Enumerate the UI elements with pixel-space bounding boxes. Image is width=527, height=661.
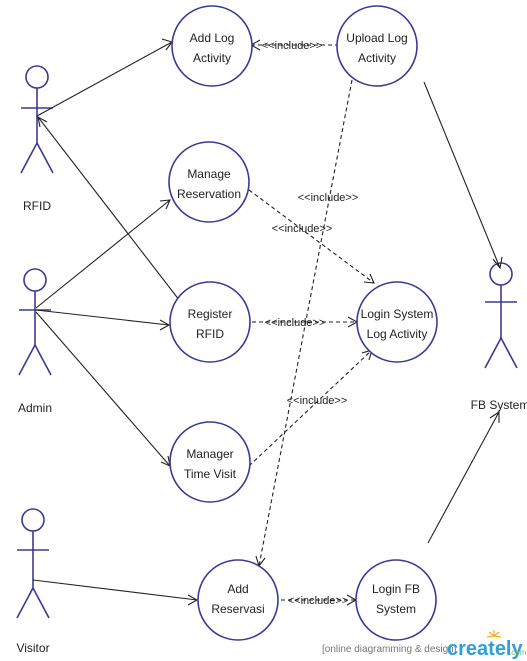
actor-label-fb-system: FB System: [471, 398, 527, 412]
use-case-add-log-activity[interactable]: Add Log Activity: [171, 5, 253, 87]
actor-fb-system[interactable]: FB System: [471, 262, 527, 412]
use-case-login-system-log-activity[interactable]: Login System Log Activity: [356, 281, 438, 363]
assoc-register-rfid-rfid: [37, 116, 184, 306]
assoc-admin-manage-reservation: [35, 199, 171, 309]
use-case-label: Activity: [193, 51, 231, 65]
assoc-upload-log-fb-system: [423, 81, 501, 269]
use-case-label: Register: [188, 307, 233, 321]
arrowhead-icon: [363, 273, 375, 284]
use-case-shape: [169, 421, 251, 503]
include-label: <<include>>: [287, 395, 348, 407]
include-manager-time-visit-login-system: [248, 349, 373, 467]
include-label: <<include>>: [272, 223, 333, 235]
actor-left-leg: [484, 337, 502, 369]
include-label: <<include>>: [265, 317, 326, 329]
use-case-register-rfid[interactable]: Register RFID: [169, 281, 251, 363]
use-case-label: System: [376, 602, 416, 616]
arrowhead-icon: [37, 115, 48, 128]
assoc-admin-manager-time-visit: [35, 311, 171, 467]
include-dependencies: <<include>> <<include>> <<include>> <<in…: [248, 39, 375, 607]
assoc-visitor-add-reservasi: [32, 579, 198, 601]
use-case-shape: [169, 281, 251, 363]
use-case-label: Upload Log: [346, 31, 407, 45]
arrowhead-icon: [159, 319, 171, 331]
use-case-label: Manage: [187, 167, 231, 181]
include-label: <<include>>: [288, 595, 349, 607]
use-case-add-reservasi[interactable]: Add Reservasi: [197, 559, 279, 641]
actor-right-leg: [36, 142, 54, 174]
use-case-label: RFID: [196, 327, 224, 341]
use-case-upload-log-activity[interactable]: Upload Log Activity: [336, 5, 418, 87]
assoc-rfid-add-log: [36, 41, 173, 117]
use-case-label: Add Log: [190, 31, 235, 45]
use-case-manager-time-visit[interactable]: Manager Time Visit: [169, 421, 251, 503]
watermark-suffix: .com: [509, 648, 527, 657]
actor-rfid[interactable]: RFID: [20, 65, 54, 213]
arrowhead-icon: [187, 594, 199, 606]
assoc-login-fb-fb-system: [427, 411, 500, 544]
sun-logo-icon: [486, 630, 502, 638]
actor-label-rfid: RFID: [23, 199, 51, 213]
actor-admin[interactable]: Admin: [18, 268, 52, 415]
assoc-admin-register-rfid: [35, 309, 170, 326]
creately-watermark: [online diagramming & design] creately .…: [322, 630, 527, 660]
actor-right-leg: [500, 337, 518, 369]
use-case-manage-reservation[interactable]: Manage Reservation: [168, 141, 250, 223]
watermark-brand: creately: [447, 638, 523, 660]
use-case-label: Login FB: [372, 582, 420, 596]
actor-right-leg: [32, 587, 50, 619]
actor-label-admin: Admin: [18, 401, 52, 415]
actor-visitor[interactable]: Visitor: [16, 508, 50, 655]
use-case-shape: [355, 559, 437, 641]
include-label: <<include>>: [298, 192, 359, 204]
use-case-label: Manager: [186, 447, 233, 461]
include-manage-reservation-login-system: [248, 189, 375, 284]
actor-head: [489, 262, 513, 286]
arrowhead-icon: [489, 410, 500, 423]
use-case-label: Activity: [358, 51, 396, 65]
use-case-label: Reservation: [177, 187, 241, 201]
use-case-shape: [171, 5, 253, 87]
use-case-label: Add: [227, 582, 248, 596]
actor-head: [25, 65, 49, 89]
include-add-reservasi-upload-log: [258, 79, 353, 567]
use-case-shape: [336, 5, 418, 87]
associations: [32, 38, 503, 606]
use-case-label: Reservasi: [211, 602, 264, 616]
arrowhead-icon: [159, 199, 171, 210]
actor-left-leg: [18, 344, 36, 376]
actor-head: [23, 268, 47, 292]
use-case-shape: [197, 559, 279, 641]
use-case-label: Time Visit: [184, 467, 237, 481]
use-case-label: Log Activity: [367, 327, 428, 341]
use-case-shape: [356, 281, 438, 363]
actor-label-visitor: Visitor: [16, 641, 49, 655]
use-case-label: Login System: [361, 307, 434, 321]
actor-left-leg: [16, 587, 34, 619]
arrowhead-icon: [492, 256, 503, 270]
use-case-shape: [168, 141, 250, 223]
actor-right-leg: [34, 344, 52, 376]
include-label: <<include>>: [262, 40, 323, 52]
use-case-login-fb-system[interactable]: Login FB System: [355, 559, 437, 641]
watermark-tagline: [online diagramming & design]: [322, 644, 457, 655]
actor-head: [21, 508, 45, 532]
actor-left-leg: [20, 142, 38, 174]
